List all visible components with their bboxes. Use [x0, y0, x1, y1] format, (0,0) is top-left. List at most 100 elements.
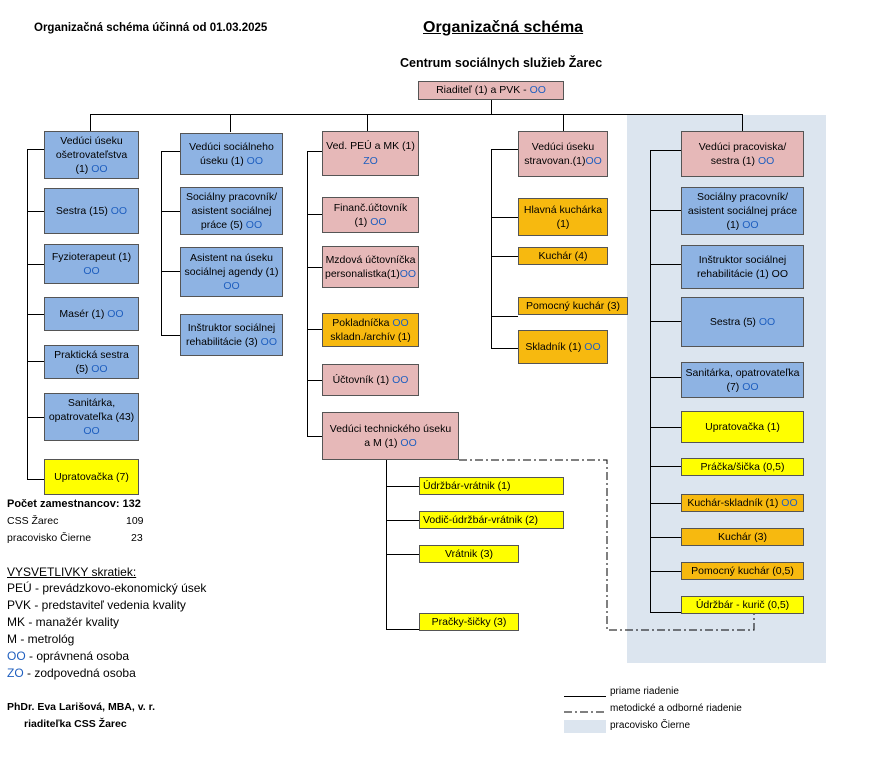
- abbr-item: PVK - predstaviteľ vedenia kvality: [7, 598, 186, 612]
- c3sub-packy-sicky: Pračky-šičky (3): [419, 613, 519, 631]
- c4-h: [491, 217, 518, 218]
- c5-sestra: Sestra (5) OO: [681, 297, 804, 347]
- c1-h: [27, 264, 44, 265]
- c5-udrzbar-kuric: Údržbár - kurič (0,5): [681, 596, 804, 614]
- c3sub-h: [386, 554, 419, 555]
- c3-pokladnicka: Pokladníčka OO skladn./archív (1): [322, 313, 419, 347]
- c4-veduci-stravovania: Vedúci úseku stravovan.(1)OO: [518, 131, 608, 177]
- c3-veduci-technickeho: Vedúci technického úseku a M (1) OO: [322, 412, 459, 460]
- legend-method-line: [564, 711, 606, 713]
- c1-h: [27, 417, 44, 418]
- c1-sanitarka: Sanitárka, opatrovateľka (43) OO: [44, 393, 139, 441]
- c1-maser: Masér (1) OO: [44, 297, 139, 331]
- c4-h: [491, 316, 518, 317]
- c2-h: [161, 151, 180, 152]
- c5-sanitarka: Sanitárka, opatrovateľka (7) OO: [681, 362, 804, 398]
- conn-c5: [742, 114, 743, 131]
- c5-h: [650, 537, 681, 538]
- top-horizontal-line: [90, 114, 742, 115]
- c4-skladnik: Skladník (1) OO: [518, 330, 608, 364]
- c1-upratovacka: Upratovačka (7): [44, 459, 139, 495]
- signature-name: PhDr. Eva Larišová, MBA, v. r.: [7, 701, 156, 713]
- c5-kuchar: Kuchár (3): [681, 528, 804, 546]
- c3sub-h: [386, 520, 419, 521]
- c2-asistent-agendy: Asistent na úseku sociálnej agendy (1) O…: [180, 247, 283, 297]
- c2-h: [161, 211, 180, 212]
- c3sub-h: [386, 486, 419, 487]
- c5-h: [650, 377, 681, 378]
- c3sub-spine: [386, 460, 387, 630]
- c3-financ-uctovnik: Finanč.účtovník (1) OO: [322, 197, 419, 233]
- c2-socialny-pracovnik: Sociálny pracovník/ asistent sociálnej p…: [180, 187, 283, 235]
- c5-h: [650, 150, 681, 151]
- signature-role: riaditeľka CSS Žarec: [24, 718, 127, 730]
- c4-kuchar: Kuchár (4): [518, 247, 608, 265]
- c5-h: [650, 503, 681, 504]
- c2-spine: [161, 151, 162, 336]
- c1-prakticka-sestra: Praktická sestra (5) OO: [44, 345, 139, 379]
- stats-value: 109: [126, 515, 144, 527]
- stats-value: 23: [131, 532, 143, 544]
- c5-h: [650, 210, 681, 211]
- c4-h: [491, 256, 518, 257]
- c3-h: [307, 329, 322, 330]
- c4-h: [491, 348, 518, 349]
- c5-pomocny-kuchar: Pomocný kuchár (0,5): [681, 562, 804, 580]
- abbr-item: MK - manažér kvality: [7, 615, 120, 629]
- legend-area-swatch: [564, 720, 606, 733]
- c5-upratovacka: Upratovačka (1): [681, 411, 804, 443]
- c5-veduci-pracoviska: Vedúci pracoviska/ sestra (1) OO: [681, 131, 804, 177]
- abbr-item: PEÚ - prevádzkovo-ekonomický úsek: [7, 581, 207, 595]
- c2-instruktor: Inštruktor sociálnej rehabilitácie (3) O…: [180, 314, 283, 356]
- c5-spine: [650, 150, 651, 613]
- c2-h: [161, 335, 180, 336]
- c5-h: [650, 612, 681, 613]
- c5-pracka-sicka: Práčka/šička (0,5): [681, 458, 804, 476]
- employee-total: Počet zamestnancov: 132: [7, 498, 141, 510]
- c5-h: [650, 466, 681, 467]
- abbr-legend-title: VYSVETLIVKY skratiek:: [7, 565, 137, 579]
- c2-veduci-socialneho: Vedúci sociálneho úseku (1) OO: [180, 133, 283, 175]
- c3-spine: [307, 151, 308, 437]
- c4-pomocny-kuchar: Pomocný kuchár (3): [518, 297, 628, 315]
- c5-kuchar-skladnik: Kuchár-skladník (1) OO: [681, 494, 804, 512]
- c1-h: [27, 479, 44, 480]
- c3-h: [307, 214, 322, 215]
- c5-h: [650, 571, 681, 572]
- c5-h: [650, 427, 681, 428]
- c1-vedouci-osetrovatelstva: Vedúci úseku ošetrovateľstva (1) OO: [44, 131, 139, 179]
- c1-h: [27, 314, 44, 315]
- c4-h: [491, 149, 518, 150]
- c3sub-h: [386, 629, 419, 630]
- c5-socialny-pracovnik: Sociálny pracovník/ asistent sociálnej p…: [681, 187, 804, 235]
- legend-method-label: metodické a odborné riadenie: [610, 703, 742, 714]
- c3sub-vodic: Vodič-údržbár-vrátnik (2): [419, 511, 564, 529]
- c4-hlavna-kucharka: Hlavná kuchárka (1): [518, 198, 608, 236]
- c1-h: [27, 149, 44, 150]
- abbr-item: OO - oprávnená osoba: [7, 649, 130, 663]
- c3sub-vratnik: Vrátnik (3): [419, 545, 519, 563]
- conn-c3: [367, 114, 368, 132]
- c3-ved-peu: Ved. PEÚ a MK (1) ZO: [322, 131, 419, 176]
- effective-date: Organizačná schéma účinná od 01.03.2025: [34, 22, 268, 34]
- c1-sestra: Sestra (15) OO: [44, 188, 139, 234]
- stats-label: pracovisko Čierne: [7, 532, 92, 544]
- abbr-item: ZO - zodpovedná osoba: [7, 666, 136, 680]
- c3-h: [307, 380, 322, 381]
- c3-h: [307, 267, 322, 268]
- conn-c2: [230, 114, 231, 132]
- c4-spine: [491, 149, 492, 349]
- page-title: Organizačná schéma: [423, 19, 584, 36]
- c3-uctovnik: Účtovník (1) OO: [322, 364, 419, 396]
- c2-h: [161, 271, 180, 272]
- director-line: [491, 100, 492, 114]
- c1-h: [27, 361, 44, 362]
- abbr-item: M - metrológ: [7, 632, 75, 646]
- director-box: Riaditeľ (1) a PVK - OO: [418, 81, 564, 100]
- c3sub-udrzbar-vratnik: Údržbár-vrátnik (1): [419, 477, 564, 495]
- legend-direct-line: [564, 696, 606, 697]
- c3-h: [307, 151, 322, 152]
- conn-c1: [90, 114, 91, 132]
- c5-h: [650, 264, 681, 265]
